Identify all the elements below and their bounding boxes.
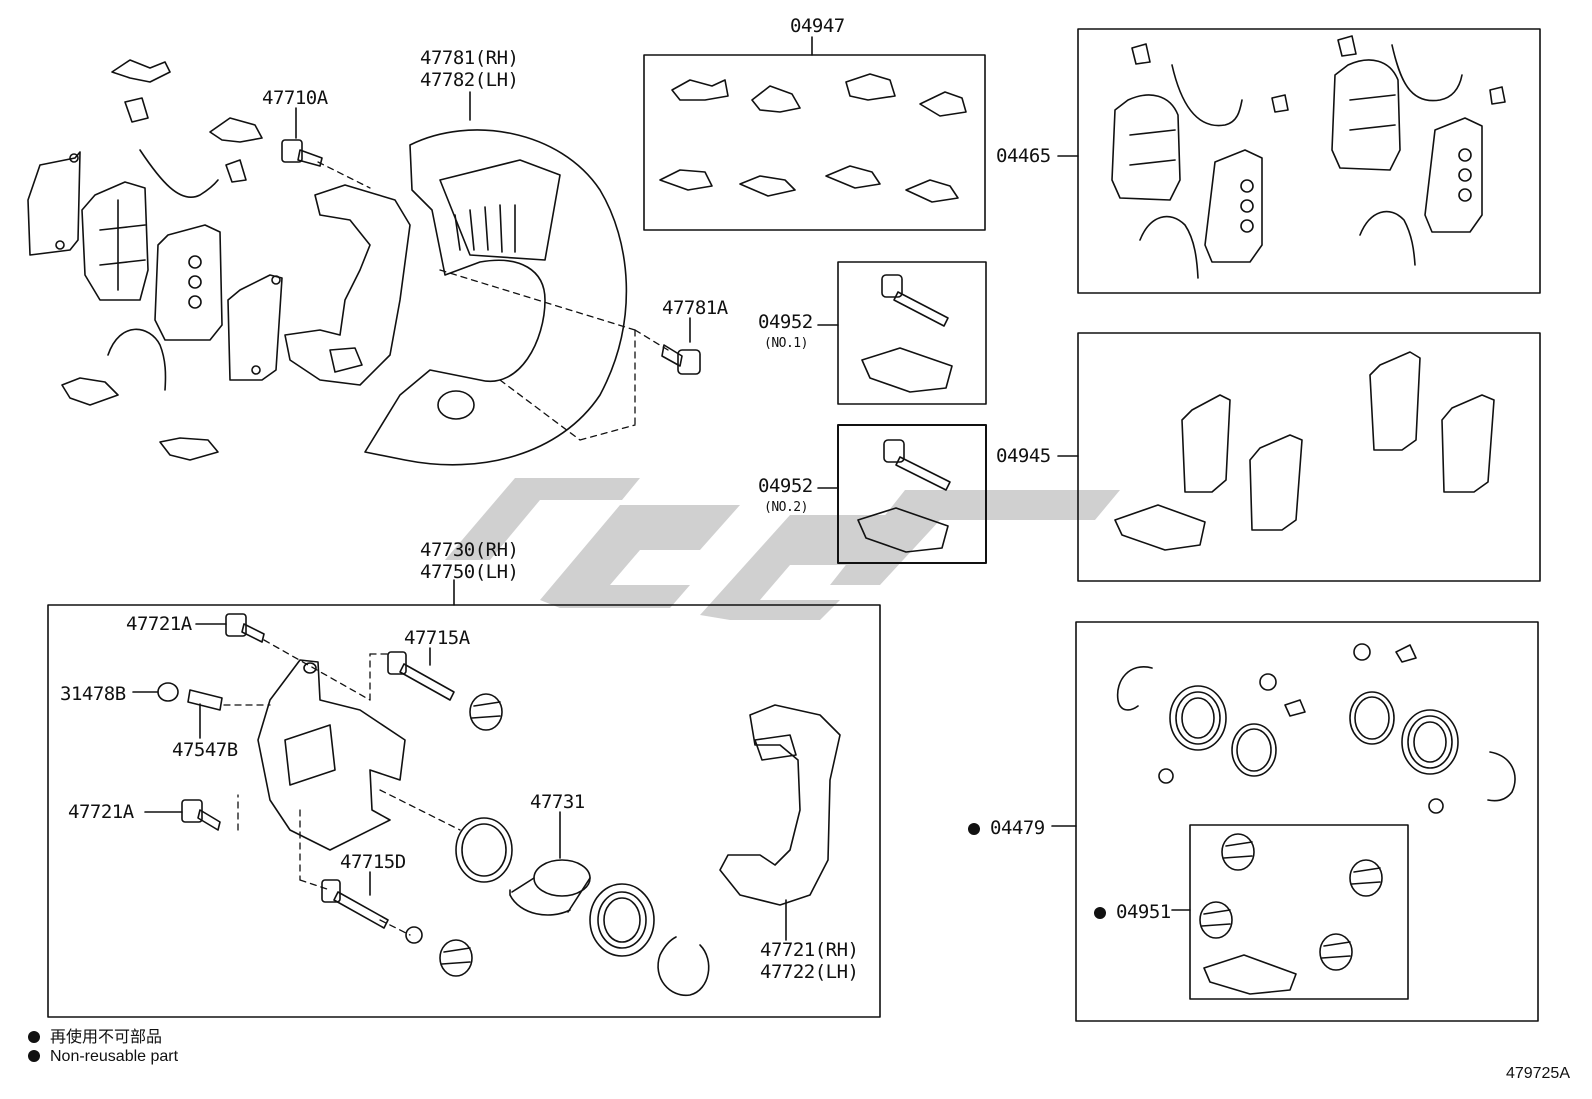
- label-04479: 04479: [968, 818, 1045, 838]
- piston-47731: [509, 859, 591, 916]
- seal-kit-04479-items: [1116, 643, 1516, 814]
- label-47715a: 47715A: [404, 627, 470, 649]
- kit-frame-caliper-assy: [47, 604, 881, 1018]
- bleeder-parts: [157, 682, 223, 711]
- anti-rattle-clip-6: [159, 437, 219, 461]
- caliper-mounting-bracket: [284, 184, 411, 386]
- brake-pad-left-inner: [154, 224, 223, 341]
- label-04952-b: 04952: [758, 475, 813, 497]
- watermark-logo: [445, 478, 1120, 620]
- pad-kit-04465-items: [1111, 35, 1506, 279]
- kit-frame-04951: [1189, 824, 1409, 1000]
- clip-kit-04947-items: [659, 73, 967, 203]
- caliper-bracket-47721: [719, 704, 841, 906]
- label-47715d: 47715D: [340, 851, 406, 873]
- legend-line-jp: 再使用不可部品: [28, 1023, 162, 1047]
- anti-rattle-clip-2: [124, 97, 149, 123]
- label-no1: (NO.1): [764, 336, 808, 351]
- outer-shim-left: [27, 151, 81, 256]
- legend-text-jp: 再使用不可部品: [50, 1029, 163, 1046]
- bolt-47710a: [281, 139, 323, 167]
- kit-frame-04952-no2: [837, 424, 987, 564]
- brake-pad-left-outer: [81, 181, 149, 301]
- shim-kit-04945-items: [1114, 351, 1495, 551]
- piston-seal: [455, 817, 513, 883]
- label-47721a-bottom: 47721A: [68, 801, 134, 823]
- legend-text-en: Non-reusable part: [50, 1048, 179, 1065]
- legend-line-en: Non-reusable part: [28, 1048, 178, 1066]
- bolt-47721a-top: [225, 613, 265, 643]
- bolt-47721a-bottom: [181, 799, 221, 831]
- label-47722-lh: 47722(LH): [760, 961, 859, 983]
- wear-indicator-wire: [139, 149, 219, 198]
- label-47730-rh: 47730(RH): [420, 539, 519, 561]
- label-04951-text: 04951: [1116, 901, 1171, 923]
- retaining-ring: [657, 936, 710, 996]
- label-no2: (NO.2): [764, 500, 808, 515]
- boot-lower: [439, 939, 473, 977]
- label-47750-lh: 47750(LH): [420, 561, 519, 583]
- anti-rattle-clip-3: [209, 117, 263, 143]
- non-reusable-dot: [968, 823, 980, 835]
- inner-shim-left: [227, 274, 283, 381]
- non-reusable-dot: [1094, 907, 1106, 919]
- kit-frame-04479: [1075, 621, 1539, 1022]
- label-47731: 47731: [530, 791, 585, 813]
- disc-dust-shield: [364, 129, 628, 466]
- kit-frame-04952-no1: [837, 261, 987, 405]
- label-04479-text: 04479: [990, 817, 1045, 839]
- boot-kit-04951-items: [1199, 833, 1383, 995]
- grease-packet-no1: [861, 347, 953, 393]
- label-04951: 04951: [1094, 902, 1171, 922]
- label-04945: 04945: [996, 445, 1051, 467]
- guide-pin-no1: [861, 274, 953, 393]
- slide-pin-47715a: [387, 651, 455, 701]
- slide-pin-47715d: [321, 879, 389, 929]
- illustration-reference: 479725A: [1505, 1065, 1570, 1082]
- label-47710a: 47710A: [262, 87, 328, 109]
- label-04952-a: 04952: [758, 311, 813, 333]
- kit-frame-04465: [1077, 28, 1541, 294]
- legend-dot: [28, 1031, 40, 1043]
- piston-boot: [589, 883, 655, 957]
- label-04947: 04947: [790, 15, 845, 37]
- label-47547b: 47547B: [172, 739, 238, 761]
- label-31478b: 31478B: [60, 683, 126, 705]
- bolt-47781a: [661, 344, 701, 375]
- label-04465: 04465: [996, 145, 1051, 167]
- kit-frame-04947: [643, 54, 986, 231]
- grease-packet-no2: [857, 507, 949, 553]
- anti-rattle-clip-4: [225, 159, 247, 183]
- label-47721-rh: 47721(RH): [760, 939, 859, 961]
- guide-pin-no2: [857, 439, 951, 553]
- kit-frame-04945: [1077, 332, 1541, 582]
- anti-rattle-clip-1: [111, 59, 171, 83]
- caliper-body: [257, 659, 406, 851]
- wear-indicator-wire-2: [107, 328, 167, 391]
- bushing: [405, 926, 423, 944]
- label-47721a-top: 47721A: [126, 613, 192, 635]
- label-47781-rh: 47781(RH): [420, 47, 519, 69]
- label-47782-lh: 47782(LH): [420, 69, 519, 91]
- boot-upper: [469, 693, 503, 731]
- anti-rattle-clip-5: [61, 377, 119, 406]
- legend-dot: [28, 1050, 40, 1062]
- label-47781a: 47781A: [662, 297, 728, 319]
